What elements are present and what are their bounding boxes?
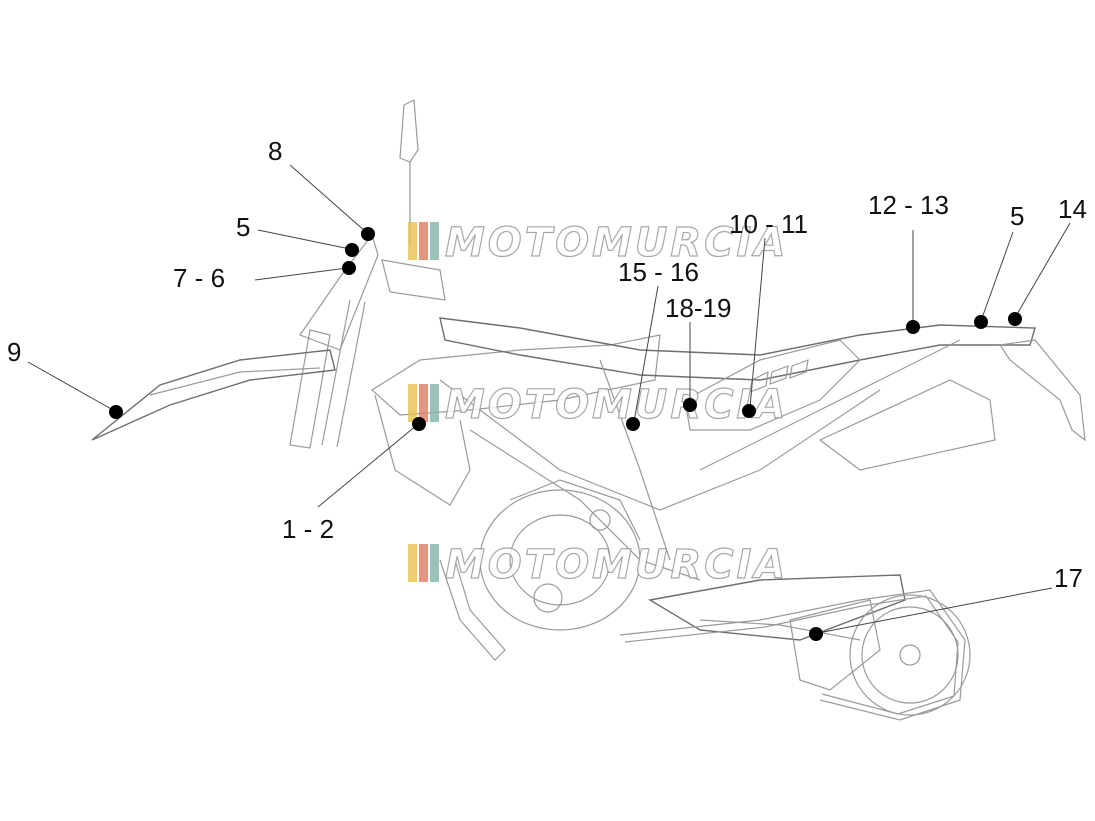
watermark-stripe-red	[419, 222, 428, 260]
callout-label: 12 - 13	[868, 190, 949, 220]
leader-line	[981, 231, 1014, 319]
callout-label: 14	[1058, 194, 1087, 224]
watermark-text: MOTOMURCIA	[445, 382, 788, 428]
leader-line	[749, 237, 766, 409]
watermark-stripe-teal	[430, 222, 439, 260]
leader-line	[27, 361, 114, 411]
callout-label: 5	[236, 212, 250, 242]
callout-dot	[742, 404, 756, 418]
callout-10-11: 10 - 11	[729, 209, 808, 418]
callout-dot	[109, 405, 123, 419]
callout-18-19: 18-19	[665, 293, 732, 412]
callout-dot	[1008, 312, 1022, 326]
watermark-text: MOTOMURCIA	[445, 542, 788, 588]
watermark-top: MOTOMURCIA	[408, 219, 788, 267]
callout-dot	[683, 398, 697, 412]
leader-line	[289, 164, 367, 233]
watermark-text: MOTOMURCIA	[445, 220, 788, 266]
callout-label: 1 - 2	[282, 514, 334, 544]
callout-label: 7 - 6	[173, 263, 225, 293]
watermark-stripe-red	[419, 384, 428, 422]
watermark-middle: MOTOMURCIA	[408, 381, 788, 429]
watermark-stripe-yellow	[408, 384, 417, 422]
watermark-stripe-yellow	[408, 222, 417, 260]
callout-dot	[809, 627, 823, 641]
callout-label: 17	[1054, 563, 1083, 593]
leader-line	[817, 587, 1053, 634]
callout-17: 17	[809, 563, 1083, 641]
callout-14: 14	[1008, 194, 1087, 326]
watermark-stripe-yellow	[408, 544, 417, 582]
callout-dot	[906, 320, 920, 334]
leader-line	[1015, 222, 1071, 317]
callout-7-6: 7 - 6	[173, 261, 356, 293]
callout-label: 5	[1010, 201, 1024, 231]
callout-15-16: 15 - 16	[618, 257, 699, 431]
watermark-stripe-red	[419, 544, 428, 582]
leader-line	[257, 229, 351, 250]
callout-dot	[361, 227, 375, 241]
callout-label: 18-19	[665, 293, 732, 323]
callout-12-13: 12 - 13	[868, 190, 949, 334]
watermark-stripe-teal	[430, 384, 439, 422]
callout-5-front: 5	[236, 212, 359, 257]
callout-5-rear: 5	[974, 201, 1024, 329]
motorcycle-drawing	[91, 99, 1086, 721]
watermark-bottom: MOTOMURCIA	[408, 541, 788, 589]
callout-dot	[974, 315, 988, 329]
callout-8: 8	[268, 136, 375, 241]
leader-line	[254, 267, 348, 281]
callout-1-2: 1 - 2	[282, 417, 426, 544]
callout-9: 9	[7, 337, 123, 419]
callout-label: 9	[7, 337, 21, 367]
leader-line	[633, 285, 659, 423]
callout-label: 15 - 16	[618, 257, 699, 287]
callout-dot	[342, 261, 356, 275]
callout-dot	[626, 417, 640, 431]
callout-dot	[412, 417, 426, 431]
watermark-stripe-teal	[430, 544, 439, 582]
callout-label: 10 - 11	[729, 209, 808, 239]
leader-line	[317, 424, 418, 508]
callout-label: 8	[268, 136, 282, 166]
callout-dot	[345, 243, 359, 257]
